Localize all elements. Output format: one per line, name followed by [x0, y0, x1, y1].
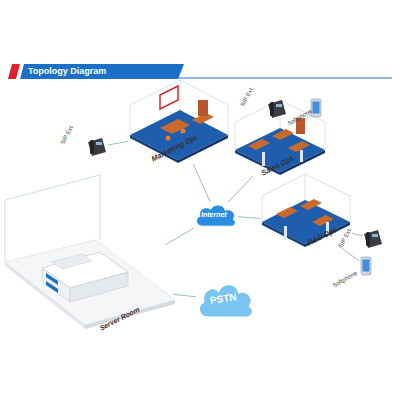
server-room: Server Room	[18, 245, 173, 327]
node-label: SIP Ext.	[59, 124, 74, 146]
node-label: R&D Dpt.	[306, 225, 339, 247]
cloud-shape	[196, 205, 235, 226]
sip-phone: SIP Ext.	[266, 99, 288, 119]
node-label: Sales Dpt.	[260, 154, 296, 177]
title-rule	[178, 78, 392, 79]
diagram-title: Topology Diagram	[28, 66, 106, 76]
node-label: Softphone	[332, 270, 359, 289]
smartphone	[361, 257, 371, 275]
pstn-cloud: PSTN	[196, 280, 256, 320]
desk-phone	[268, 100, 286, 118]
network-link	[228, 176, 253, 202]
network-link	[193, 164, 210, 202]
node-label: Server Room	[98, 306, 140, 332]
rnd-room	[262, 174, 350, 247]
sip-phone: SIP Ext.	[362, 228, 384, 249]
title-band	[20, 64, 184, 79]
network-link	[238, 217, 260, 219]
sip-phone: SIP Ext.	[86, 137, 108, 157]
node-label: Softphone	[287, 108, 314, 127]
node-label: Marketing Dpt.	[150, 133, 200, 163]
softphone: Softphone	[359, 255, 373, 277]
node-label: SIP Ext.	[239, 86, 254, 108]
node-label: SIP Ext.	[337, 227, 352, 249]
marketing-room	[130, 80, 228, 163]
network-link	[352, 233, 362, 235]
network-link	[173, 294, 196, 296]
network-link	[165, 228, 194, 245]
title-accent	[8, 64, 20, 79]
department-room: Sales Dpt.	[232, 120, 327, 176]
desk-phone	[88, 138, 106, 156]
network-link	[277, 119, 278, 120]
node-label: Internet	[201, 211, 227, 218]
internet-cloud: Internet	[194, 202, 238, 228]
softphone: Softphone	[310, 97, 323, 119]
server-room-platform	[5, 175, 175, 329]
department-room: Marketing Dpt.	[128, 100, 230, 164]
network-link	[108, 141, 128, 145]
smartphone	[311, 99, 321, 117]
desk-phone	[364, 230, 382, 248]
department-room: R&D Dpt.	[260, 198, 352, 246]
cloud-shape	[199, 285, 252, 318]
